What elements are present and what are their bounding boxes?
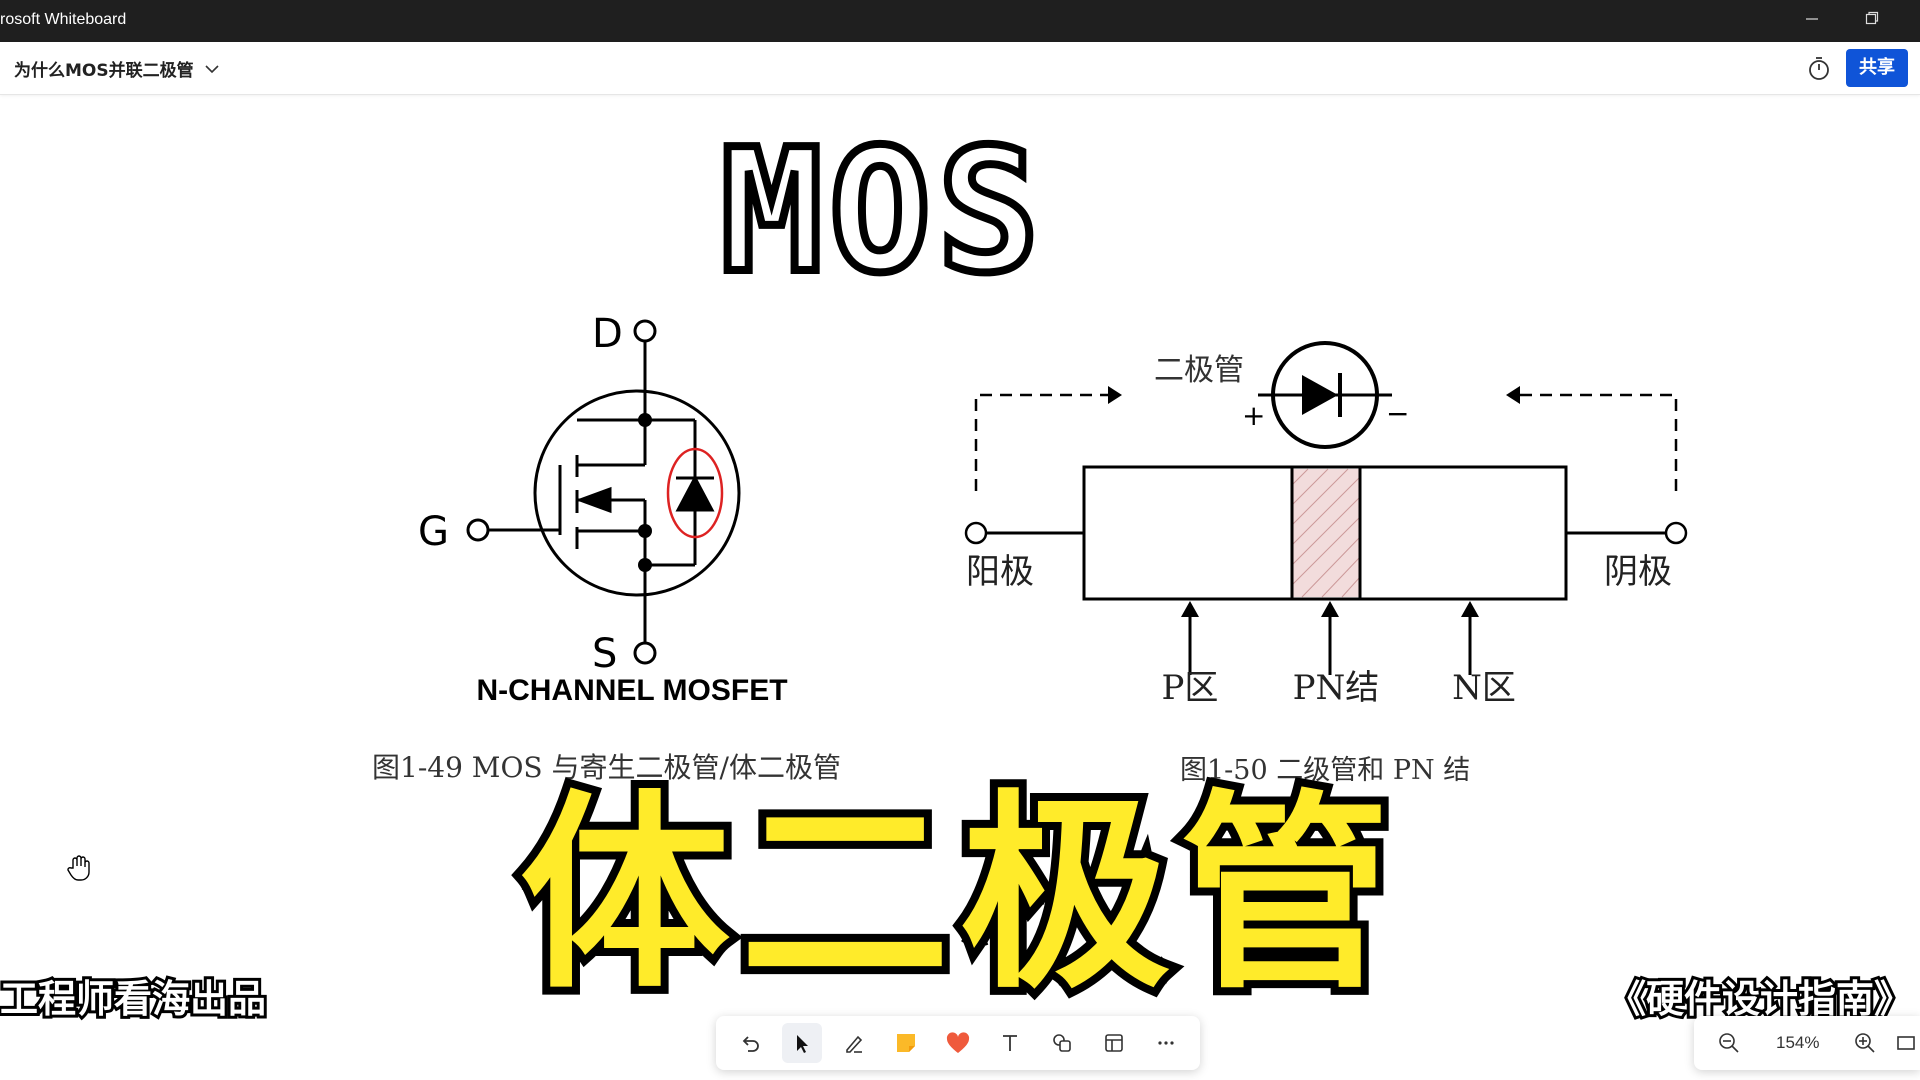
undo-button[interactable] (730, 1023, 770, 1063)
mosfet-name: N-CHANNEL MOSFET (476, 674, 787, 707)
more-icon (1158, 1041, 1174, 1045)
template-tool[interactable] (1094, 1023, 1134, 1063)
template-icon (1105, 1034, 1123, 1052)
pn-junction-figure (964, 341, 1688, 675)
reaction-tool[interactable] (938, 1023, 978, 1063)
pen-icon (846, 1035, 863, 1053)
zoom-in-icon[interactable] (1854, 1032, 1876, 1054)
depletion-region (1292, 469, 1360, 597)
pn-junction-label: PN结 (1293, 668, 1380, 708)
gate-label: G (418, 509, 449, 555)
drain-label: D (592, 311, 623, 357)
restore-icon (1865, 11, 1879, 25)
fit-screen-icon[interactable] (1896, 1032, 1916, 1054)
chevron-down-icon (205, 64, 219, 73)
mos-title: MOS (720, 113, 1045, 311)
source-label: S (592, 631, 617, 677)
minimize-button[interactable] (1792, 8, 1832, 34)
diode-plus: + (1242, 399, 1265, 432)
caption-right: 《硬件设计指南》 (1605, 974, 1915, 1024)
p-region-label: P区 (1162, 668, 1219, 708)
select-tool[interactable] (782, 1023, 822, 1063)
whiteboard-canvas[interactable]: MOS D G S N-CHANNEL MOSFET 图1-49 MOS 与寄生… (0, 95, 1920, 1080)
diode-minus: − (1386, 397, 1409, 430)
n-region-label: N区 (1452, 668, 1516, 708)
reaction-icon (946, 1032, 970, 1053)
undo-icon (742, 1036, 759, 1052)
app-title: rosoft Whiteboard (0, 11, 127, 28)
mosfet-symbol (466, 319, 741, 665)
fig50-caption: 图1-50 二级管和 PN 结 (1180, 755, 1470, 786)
more-button[interactable] (1146, 1023, 1186, 1063)
minimize-icon (1806, 18, 1818, 20)
zoom-level[interactable]: 154% (1776, 1033, 1820, 1052)
select-icon (797, 1035, 808, 1053)
shapes-tool[interactable] (1042, 1023, 1082, 1063)
fig49-caption: 图1-49 MOS 与寄生二极管/体二极管 (372, 751, 841, 784)
text-tool[interactable] (990, 1023, 1030, 1063)
sticky-note-tool[interactable] (886, 1023, 926, 1063)
zoom-controls: 154% (1694, 1016, 1920, 1070)
anode-label: 阳极 (966, 552, 1034, 592)
timer-icon[interactable] (1806, 55, 1832, 81)
shapes-icon (1053, 1034, 1071, 1052)
text-icon (1003, 1035, 1017, 1051)
hand-cursor-icon (67, 855, 90, 881)
cathode-label: 阴极 (1604, 552, 1672, 592)
sticky-note-icon (897, 1034, 915, 1052)
zoom-out-icon[interactable] (1718, 1032, 1740, 1054)
title-bar: rosoft Whiteboard (0, 0, 1920, 42)
share-button[interactable]: 共享 (1846, 49, 1908, 87)
pen-tool[interactable] (834, 1023, 874, 1063)
big-title: 体二极管 (512, 772, 1400, 1017)
app-toolbar: 为什么MOS并联二极管 共享 (0, 42, 1920, 95)
bottom-toolbar (716, 1016, 1200, 1070)
restore-button[interactable] (1852, 8, 1892, 34)
board-name-dropdown[interactable]: 为什么MOS并联二极管 (14, 56, 220, 81)
diode-label: 二极管 (1154, 353, 1244, 388)
board-name: 为什么MOS并联二极管 (14, 61, 194, 81)
caption-left: 工程师看海出品 (0, 974, 269, 1024)
